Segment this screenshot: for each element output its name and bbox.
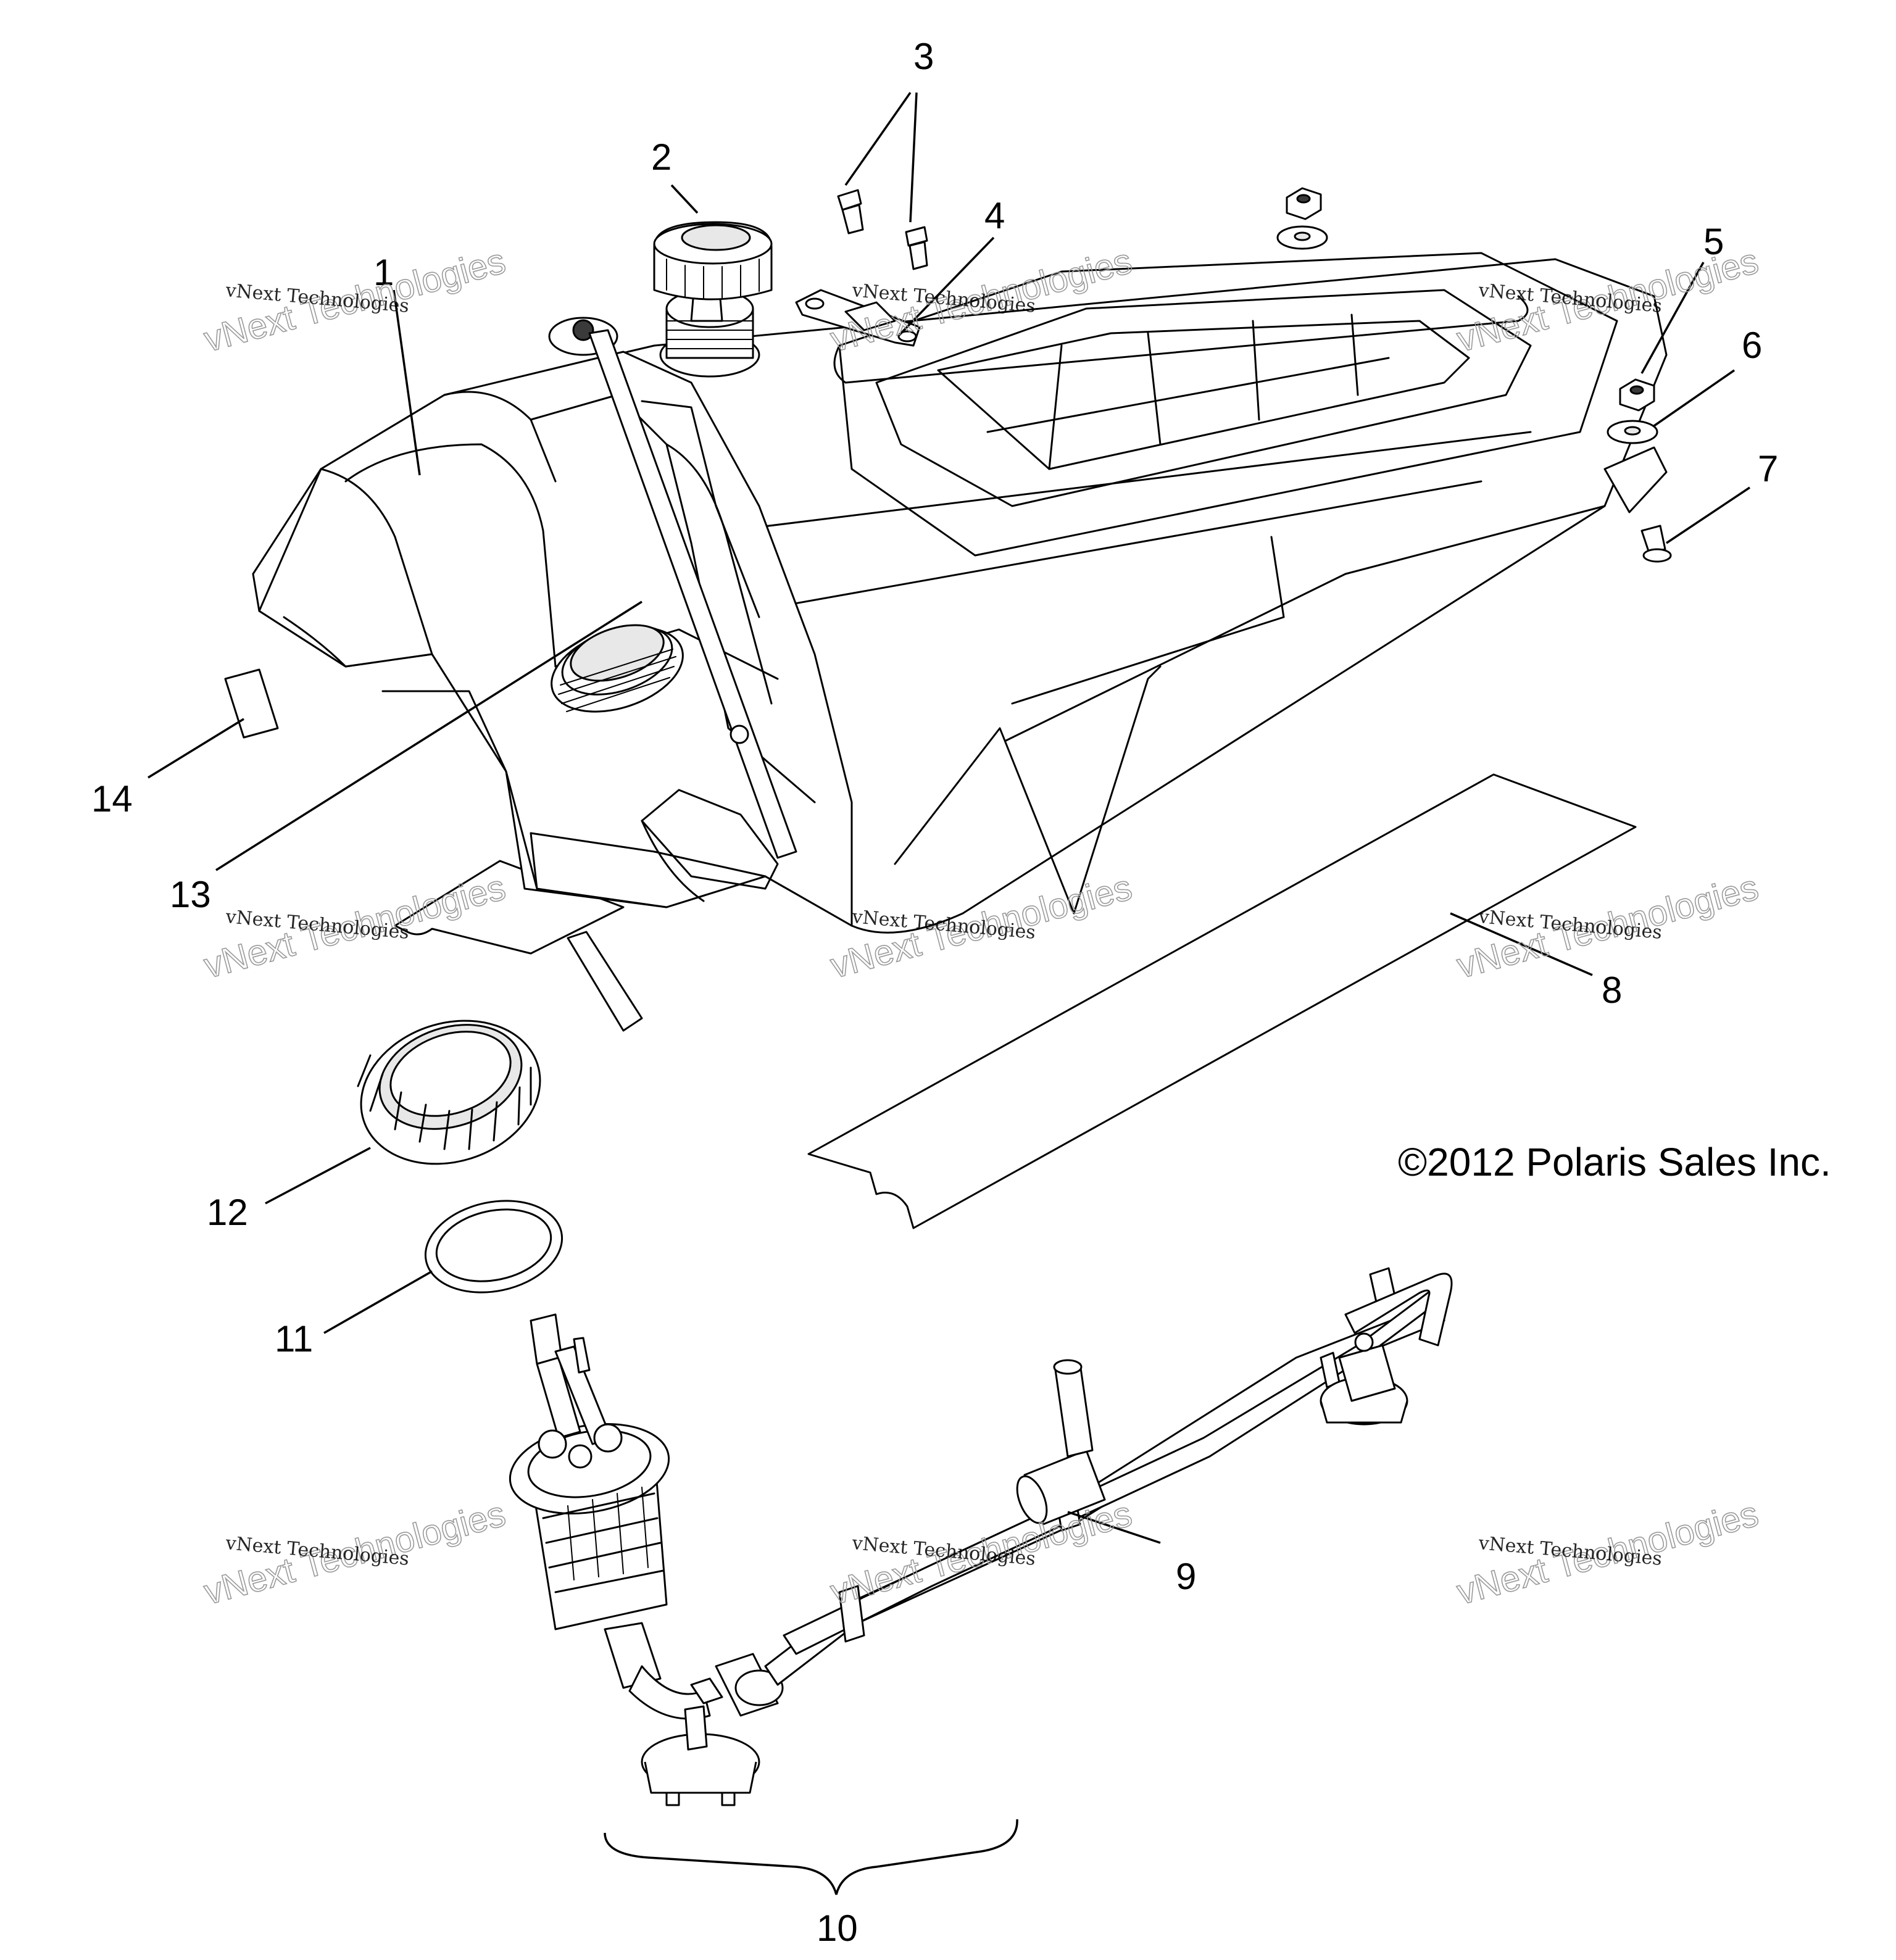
part-4-bracket xyxy=(795,289,921,347)
copyright-text: ©2012 Polaris Sales Inc. xyxy=(1398,1140,1831,1184)
callout-10: 10 xyxy=(817,1908,858,1949)
part-8-seat-pad xyxy=(807,773,1637,1229)
callout-1: 1 xyxy=(373,252,394,293)
callout-4: 4 xyxy=(984,195,1005,236)
callout-labels: 1 2 3 4 5 6 7 8 9 10 11 12 13 14 xyxy=(91,36,1778,1949)
callout-11: 11 xyxy=(275,1318,313,1360)
callout-2: 2 xyxy=(651,136,672,178)
part-1-fuel-tank xyxy=(252,252,1668,934)
part-12-lock-ring xyxy=(357,1019,541,1165)
part-10-fuel-pump-assembly xyxy=(509,1267,1453,1806)
part-5-nut xyxy=(1286,187,1655,412)
watermark: vNext Technologies vNext Technologies xyxy=(1452,1493,1763,1613)
part-6-washer xyxy=(1276,225,1658,444)
callout-3: 3 xyxy=(913,36,934,77)
watermark: vNext Technologies vNext Technologies xyxy=(199,240,510,360)
part-3-screws xyxy=(837,189,928,270)
callout-8: 8 xyxy=(1602,970,1622,1011)
callout-9: 9 xyxy=(1176,1556,1196,1597)
callout-7: 7 xyxy=(1758,448,1778,489)
watermark: vNext Technologies vNext Technologies xyxy=(199,1493,510,1613)
part-7-bolt xyxy=(1640,525,1672,563)
callout-14: 14 xyxy=(91,778,133,820)
vent-tube xyxy=(588,329,797,859)
watermark: vNext Technologies vNext Technologies xyxy=(826,1493,1136,1613)
leader-lines xyxy=(148,91,1750,1544)
part-2-fuel-cap xyxy=(653,221,773,378)
callout-12: 12 xyxy=(207,1192,248,1233)
callout-6: 6 xyxy=(1742,325,1762,366)
callout-13: 13 xyxy=(170,874,211,915)
callout-5: 5 xyxy=(1703,221,1724,262)
part-11-seal-ring xyxy=(424,1200,563,1294)
heat-shield xyxy=(394,860,643,1032)
part-14-label xyxy=(224,668,279,739)
part-10-bracket xyxy=(604,1819,1018,1895)
